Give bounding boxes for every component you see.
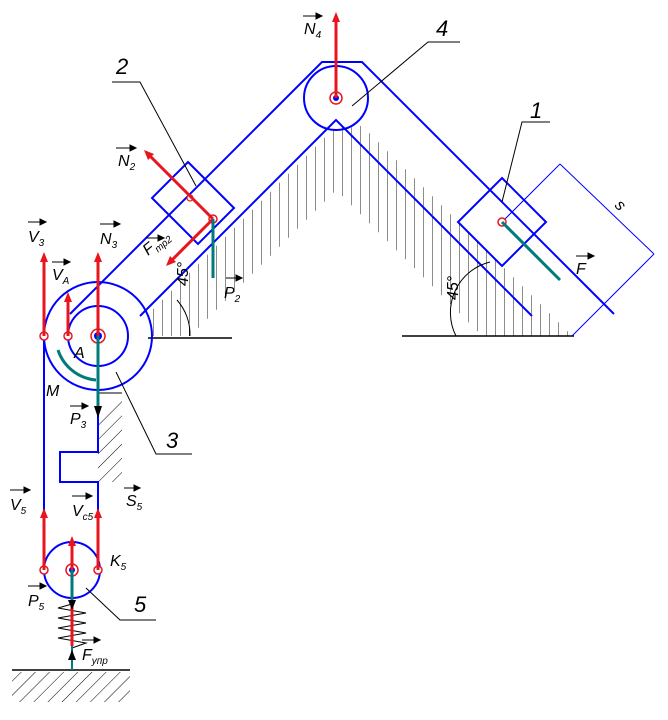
part-number-5: 5 [134, 592, 147, 617]
arrowhead-K5 [94, 508, 102, 518]
wedge-hatch-left [146, 126, 336, 336]
angle-arc-left [176, 299, 191, 337]
angle-arc-right [449, 261, 491, 337]
arc-M [56, 349, 97, 382]
teal-vectors [56, 219, 562, 600]
part-number-3: 3 [166, 428, 179, 453]
beam-outer [69, 61, 615, 315]
label-dim-s: s [611, 197, 629, 215]
leader-1 [501, 121, 550, 203]
guide-hatch [98, 396, 122, 482]
leader-2 [112, 81, 197, 187]
arrowhead-Fupr [68, 650, 76, 660]
angle-arcs [176, 261, 491, 337]
part-number-2: 2 [115, 54, 128, 79]
part-number-4: 4 [436, 16, 448, 41]
part-number-1: 1 [530, 98, 542, 123]
label-N2: N2 [118, 153, 136, 173]
arrowhead-P5 [68, 600, 76, 610]
arrowhead-VA [64, 292, 72, 302]
label-overbars [10, 12, 596, 644]
label-N4: N4 [304, 21, 322, 41]
beam-inner [139, 118, 533, 317]
arrowhead-N4 [332, 12, 340, 22]
label-Vc5: Vc5 [72, 503, 94, 523]
label-P3: P3 [70, 411, 87, 431]
label-S5: S5 [126, 493, 143, 513]
label-N3: N3 [100, 231, 118, 251]
label-angle-left: 45° [175, 261, 192, 286]
label-VA: VA [52, 267, 70, 287]
teal-arrowheads [68, 406, 102, 660]
arrowhead-V3 [40, 252, 48, 262]
dim-s-ext2 [571, 253, 655, 337]
dim-s-ext1 [501, 163, 561, 223]
joints [39, 91, 507, 577]
vector-F [500, 220, 562, 282]
label-P5: P5 [28, 593, 45, 613]
label-V5: V5 [10, 497, 27, 517]
force-arrowheads [40, 12, 340, 546]
label-F: F [576, 261, 587, 278]
arrowhead-V5 [40, 508, 48, 518]
label-angle-right: 45° [445, 275, 462, 300]
leader-lines [85, 41, 550, 621]
arrowhead-Ftr2 [166, 256, 176, 266]
arrowhead-N3 [94, 252, 102, 262]
fixed-supports [12, 126, 574, 702]
dim-s-line [559, 163, 655, 255]
slider-body-1 [456, 176, 548, 268]
label-P2: P2 [224, 285, 241, 305]
label-A: A [73, 345, 85, 362]
arrowhead-N2 [144, 150, 154, 160]
labels: 1 2 3 4 5 N4 N2 Fтр2 P2 F V3 VA N3 A M P… [10, 16, 629, 667]
label-K5: K5 [110, 553, 127, 573]
leader-3 [115, 371, 192, 455]
vector-N2 [146, 152, 215, 221]
slider-body-2 [150, 160, 236, 246]
base-hatch [12, 672, 130, 702]
label-Ftr2: Fтр2 [140, 227, 176, 261]
label-M: M [46, 383, 60, 400]
leader-4 [351, 41, 460, 107]
label-V3: V3 [28, 229, 45, 249]
arrowhead-P3 [94, 406, 102, 418]
vector-Ftr2 [168, 217, 215, 264]
leader-5 [85, 587, 156, 621]
label-Fupr: Fупр [82, 647, 108, 667]
guide-slot [59, 393, 99, 500]
arrowhead-Vc5 [68, 536, 76, 546]
